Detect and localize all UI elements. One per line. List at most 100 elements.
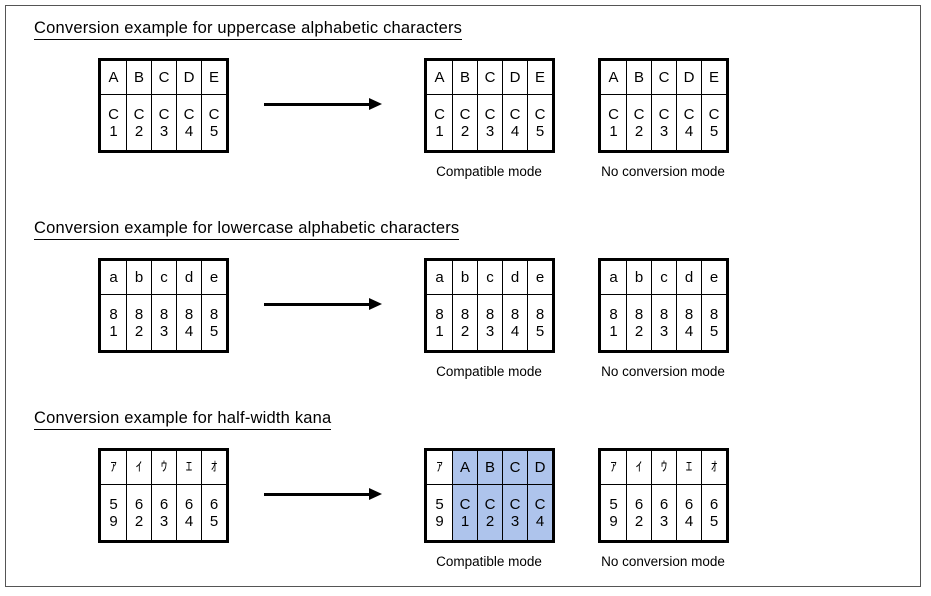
char-glyph: c: [486, 269, 494, 286]
char-cell: ｱ: [101, 451, 126, 484]
code-low-byte: 4: [510, 322, 520, 340]
code-high-byte: C: [459, 495, 471, 513]
char-glyph: ｲ: [135, 460, 143, 475]
code-low-byte: 1: [109, 122, 118, 140]
code-low-byte: 1: [609, 322, 618, 340]
code-low-byte: 4: [684, 512, 694, 530]
arrow-shaft: [264, 302, 370, 306]
code-high-byte: 8: [159, 305, 169, 323]
char-glyph: d: [684, 269, 694, 286]
char-glyph: A: [608, 69, 619, 86]
char-glyph: e: [709, 269, 719, 286]
code-high-byte: 8: [184, 305, 194, 323]
code-low-byte: 1: [460, 512, 470, 530]
char-cell: ｲ: [126, 451, 151, 484]
char-cell: B: [477, 451, 502, 484]
char-cell: ｳ: [651, 451, 676, 484]
code-low-byte: 4: [510, 122, 520, 140]
char-glyph: d: [184, 269, 194, 286]
code-low-byte: 9: [109, 512, 118, 530]
char-glyph: C: [484, 69, 496, 86]
code-high-byte: 5: [609, 495, 618, 513]
code-low-byte: 2: [460, 322, 470, 340]
code-high-byte: 8: [535, 305, 545, 323]
code-high-byte: C: [183, 105, 195, 123]
char-glyph: D: [183, 69, 195, 86]
code-low-byte: 2: [134, 122, 144, 140]
char-glyph: c: [660, 269, 668, 286]
char-glyph: A: [459, 459, 470, 476]
char-glyph: ｱ: [110, 460, 117, 475]
char-glyph: d: [510, 269, 520, 286]
char-cell: E: [701, 61, 726, 94]
code-low-byte: 3: [510, 512, 520, 530]
char-glyph: E: [208, 69, 219, 86]
char-glyph: C: [158, 69, 170, 86]
code-high-byte: 8: [485, 305, 495, 323]
code-low-byte: 3: [485, 322, 495, 340]
char-glyph: B: [133, 69, 144, 86]
char-cell: d: [676, 261, 701, 294]
char-cell: C: [502, 451, 527, 484]
char-cell: B: [626, 61, 651, 94]
table-row-characters: ｱｲｳｴｵ: [601, 451, 726, 484]
code-high-byte: C: [608, 105, 619, 123]
compatible-mode-label: Compatible mode: [436, 554, 542, 569]
code-low-byte: 1: [435, 322, 444, 340]
code-low-byte: 2: [634, 512, 644, 530]
code-high-byte: C: [534, 495, 546, 513]
char-cell: ｱ: [601, 451, 626, 484]
code-high-byte: 6: [184, 495, 194, 513]
code-high-byte: C: [683, 105, 695, 123]
char-glyph: B: [633, 69, 644, 86]
char-cell: ｵ: [201, 451, 226, 484]
arrow-shaft: [264, 492, 370, 496]
code-high-byte: C: [484, 105, 496, 123]
char-glyph: ｳ: [160, 460, 168, 475]
diagram-frame: Conversion example for uppercase alphabe…: [5, 5, 921, 587]
char-cell: a: [101, 261, 126, 294]
code-low-byte: 4: [184, 512, 194, 530]
code-low-byte: 3: [659, 512, 669, 530]
code-high-byte: C: [509, 105, 521, 123]
code-high-byte: 8: [209, 305, 219, 323]
char-cell: b: [626, 261, 651, 294]
code-low-byte: 2: [634, 122, 644, 140]
code-low-byte: 3: [485, 122, 495, 140]
char-glyph: a: [609, 269, 618, 286]
compatible-mode-label: Compatible mode: [436, 364, 542, 379]
code-high-byte: C: [484, 495, 496, 513]
char-cell: ｲ: [626, 451, 651, 484]
char-cell: d: [176, 261, 201, 294]
char-glyph: ｱ: [610, 460, 617, 475]
code-low-byte: 4: [184, 322, 194, 340]
conversion-arrow-icon: [264, 98, 382, 110]
code-high-byte: 8: [510, 305, 520, 323]
arrow-shaft: [264, 102, 370, 106]
code-low-byte: 4: [535, 512, 545, 530]
code-high-byte: 6: [709, 495, 719, 513]
code-high-byte: 8: [709, 305, 719, 323]
